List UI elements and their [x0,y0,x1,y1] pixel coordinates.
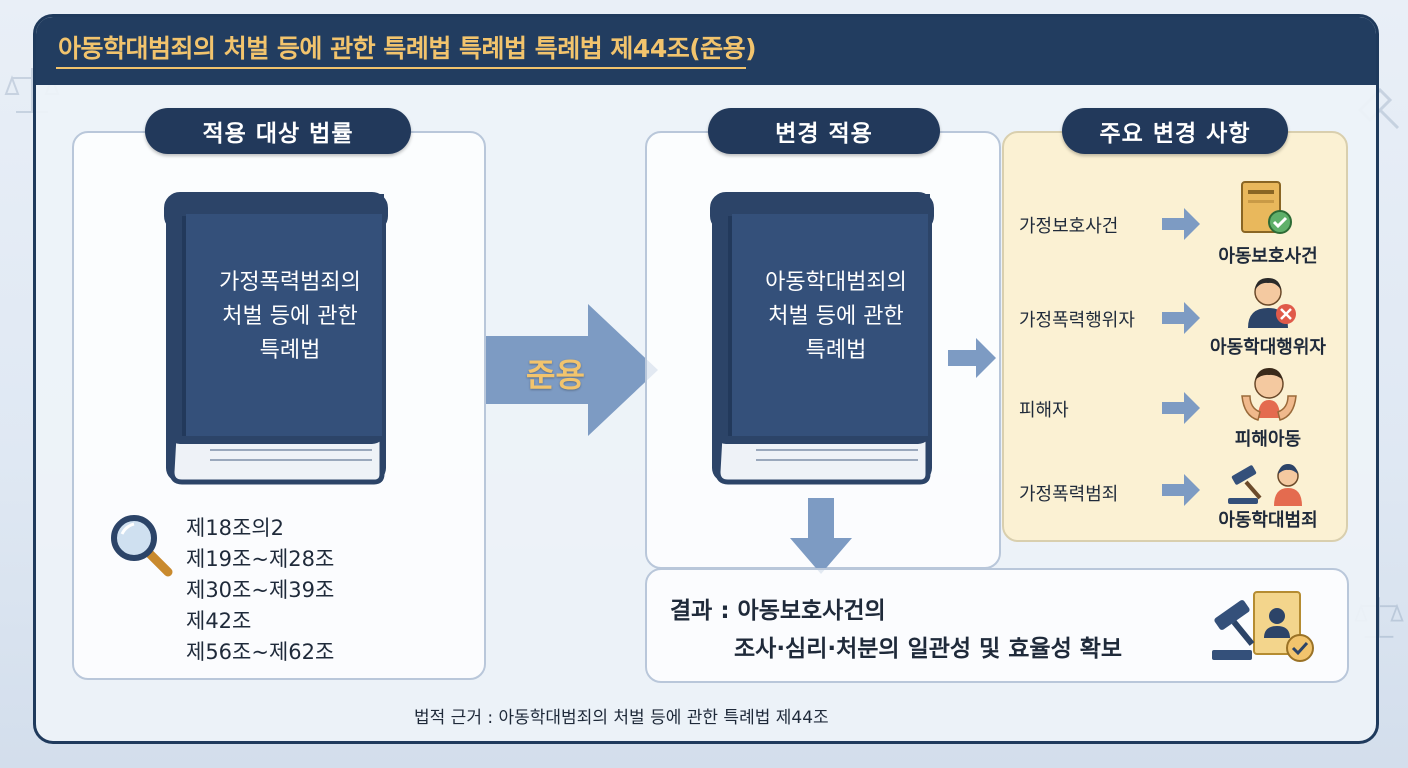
article-item: 제56조~제62조 [186,640,335,664]
change-to-label: 아동보호사건 [1218,246,1318,267]
gavel-document-icon [1212,591,1314,662]
article-item: 제42조 [186,609,252,633]
apply-mutatis-mutandis-arrow [486,304,658,436]
article-item: 제18조의2 [186,516,285,540]
change-from-label: 가정폭력행위자 [1019,310,1135,331]
change-arrow-icon [1162,302,1200,334]
result-panel [645,568,1349,683]
book-icon-domestic-violence-act [164,192,388,485]
change-to-label: 피해아동 [1234,429,1302,450]
article-list: 제18조의2 제19조~제28조 제30조~제39조 제42조 제56조~제62… [186,513,334,668]
title-underline [56,67,746,69]
gavel-child-icon [1228,464,1302,506]
applicable-law-pill: 적용 대상 법률 [145,108,411,154]
background-scale-icon [1354,597,1404,638]
page-title: 아동학대범죄의 처벌 등에 관한 특례법 특례법 특례법 제44조(준용) [58,34,757,63]
book-title-child-abuse-act: 아동학대범죄의 처벌 등에 관한 특례법 [765,270,907,363]
change-from-label: 가정폭력범죄 [1019,484,1119,505]
protected-child-icon [1241,368,1297,421]
change-from-label: 가정보호사건 [1019,216,1119,237]
offender-icon [1248,278,1296,328]
change-from-label: 피해자 [1019,400,1069,421]
apply-mutatis-mutandis-label: 준용 [526,356,585,394]
result-line-2: 조사·심리·처분의 일관성 및 효율성 확보 [734,636,1123,662]
magnifier-icon [111,515,173,577]
book-icon-child-abuse-act [710,192,934,485]
down-arrow [790,498,852,574]
result-line-1: 결과 : 아동보호사건의 [670,598,886,624]
legal-basis-footer: 법적 근거 : 아동학대범죄의 처벌 등에 관한 특례법 제44조 [414,708,829,728]
key-changes-pill: 주요 변경 사항 [1062,108,1288,154]
change-to-label: 아동학대범죄 [1218,510,1318,531]
article-item: 제30조~제39조 [186,578,335,602]
to-changes-arrow [948,338,996,378]
change-arrow-icon [1162,474,1200,506]
modified-application-pill: 변경 적용 [708,108,940,154]
change-arrow-icon [1162,392,1200,424]
document-check-icon [1241,181,1292,234]
background-scale-icon [4,68,60,113]
book-title-domestic-violence-act: 가정폭력범죄의 처벌 등에 관한 특례법 [219,270,361,363]
change-to-label: 아동학대행위자 [1210,337,1326,358]
article-item: 제19조~제28조 [186,547,335,571]
header-bar: 아동학대범죄의 처벌 등에 관한 특례법 특례법 특례법 제44조(준용) [36,17,1376,85]
change-arrow-icon [1162,208,1200,240]
